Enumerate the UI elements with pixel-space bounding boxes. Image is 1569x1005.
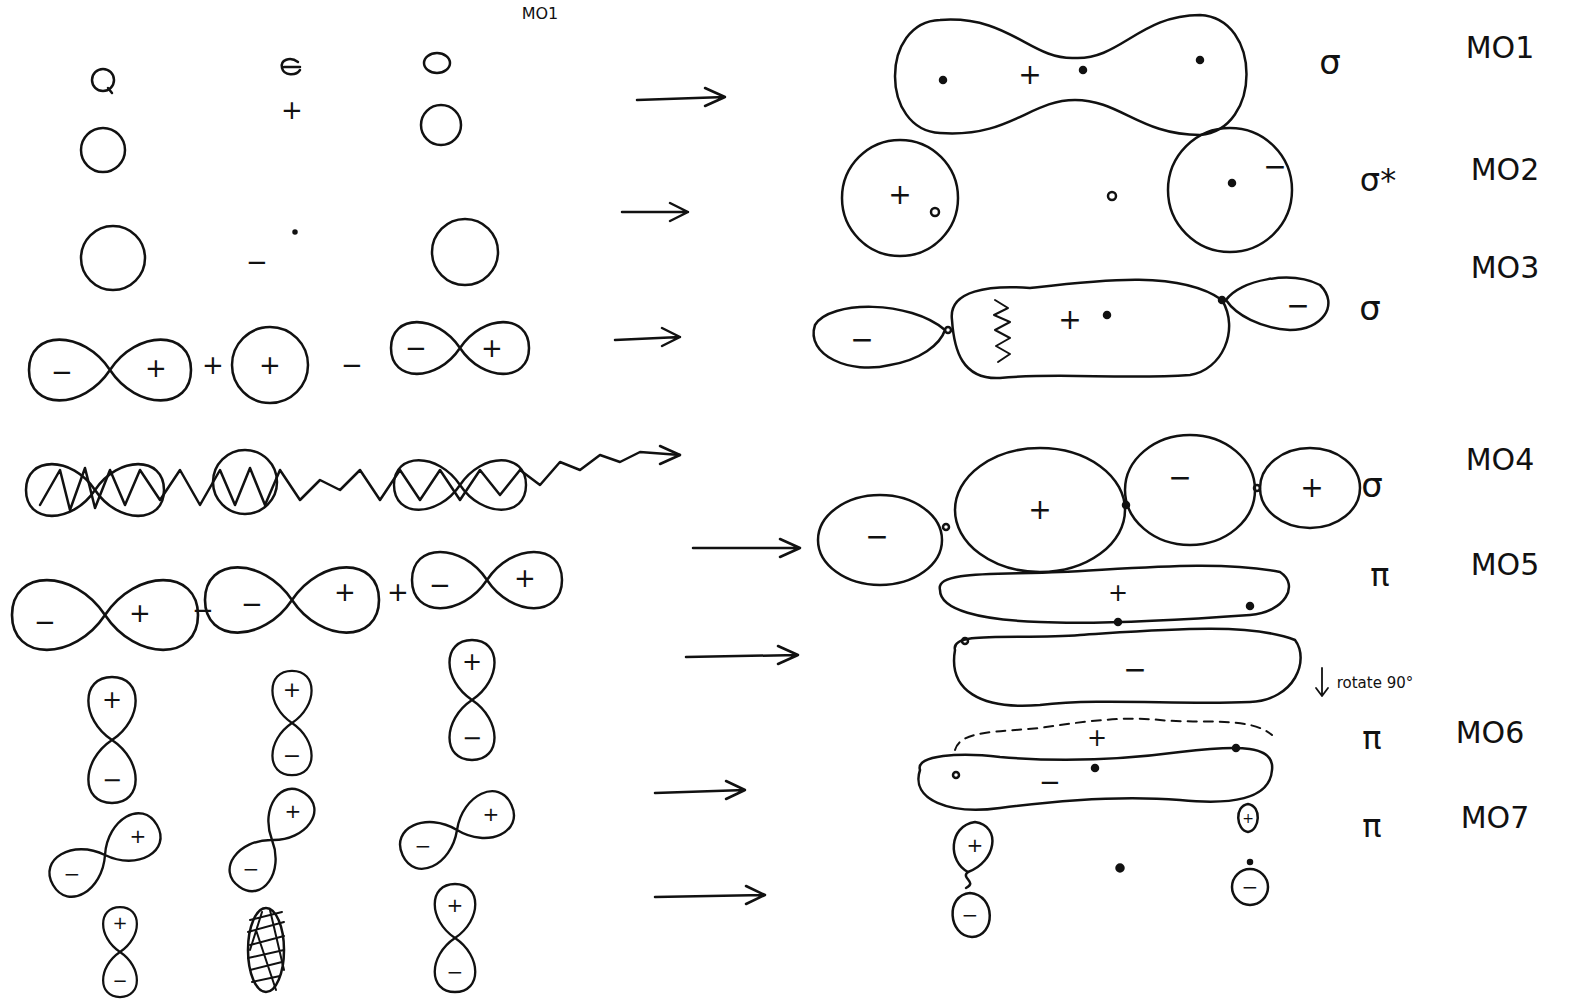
phase-sign: − [192, 597, 214, 623]
phase-sign: − [405, 335, 427, 361]
phase-sign: − [283, 745, 301, 767]
phase-sign: + [259, 352, 281, 378]
orbital-label: σ [1319, 45, 1341, 79]
phase-sign: − [102, 768, 122, 792]
phase-sign: − [1039, 769, 1061, 795]
phase-sign: + [285, 801, 302, 821]
orbital-label: π [1370, 559, 1389, 591]
phase-sign: + [514, 565, 536, 591]
phase-sign: − [865, 523, 888, 551]
note-label: + [1242, 811, 1254, 825]
phase-sign: − [1123, 656, 1146, 684]
note-label: rotate 90° [1337, 676, 1414, 691]
phase-sign: + [483, 804, 500, 824]
orbital-label: π [1362, 722, 1381, 754]
phase-sign: − [51, 359, 73, 385]
phase-sign: + [1028, 496, 1051, 524]
phase-sign: + [967, 835, 984, 855]
orbital-label: MO6 [1456, 718, 1525, 748]
phase-sign: − [1242, 877, 1259, 897]
phase-sign: + [462, 650, 482, 674]
phase-sign: + [334, 579, 356, 605]
phase-sign: − [341, 352, 363, 378]
phase-sign: + [202, 352, 224, 378]
phase-sign: − [1168, 464, 1191, 492]
phase-sign: − [243, 859, 260, 879]
orbital-label: σ [1359, 291, 1381, 325]
phase-sign: + [102, 688, 122, 712]
phase-sign: − [1263, 153, 1286, 181]
phase-sign: − [415, 836, 432, 856]
phase-sign: + [888, 181, 911, 209]
phase-sign: + [130, 826, 147, 846]
phase-sign: + [129, 600, 151, 626]
phase-sign: + [481, 335, 503, 361]
phase-sign: − [112, 972, 127, 990]
phase-sign: + [447, 895, 464, 915]
orbital-label: σ* [1360, 164, 1396, 196]
orbital-label: MO7 [1461, 803, 1530, 833]
phase-sign: − [850, 326, 873, 354]
phase-sign: − [462, 726, 482, 750]
phase-sign: + [281, 97, 303, 123]
phase-sign: − [64, 864, 81, 884]
phase-sign: − [962, 905, 979, 925]
orbital-label: MO1 [1466, 33, 1535, 63]
phase-sign: + [1108, 581, 1128, 605]
phase-sign: + [112, 914, 127, 932]
phase-sign: − [429, 572, 451, 598]
orbital-label: π [1362, 810, 1381, 842]
orbital-label: MO2 [1471, 155, 1540, 185]
orbital-label: MO4 [1466, 445, 1535, 475]
phase-sign: + [283, 679, 301, 701]
note-label: MO1 [522, 6, 559, 22]
orbital-label: σ [1361, 468, 1383, 502]
phase-sign: − [241, 591, 263, 617]
phase-sign: + [145, 355, 167, 381]
phase-sign: − [1286, 292, 1309, 320]
phase-sign: + [1018, 61, 1041, 89]
phase-sign: − [246, 249, 268, 275]
phase-sign: − [447, 962, 464, 982]
orbital-label: MO5 [1471, 550, 1540, 580]
phase-sign: + [387, 579, 409, 605]
orbital-label: MO3 [1471, 253, 1540, 283]
phase-sign: + [1087, 726, 1107, 750]
phase-sign: + [1300, 474, 1323, 502]
phase-sign: − [34, 609, 56, 635]
phase-sign: + [1058, 306, 1081, 334]
